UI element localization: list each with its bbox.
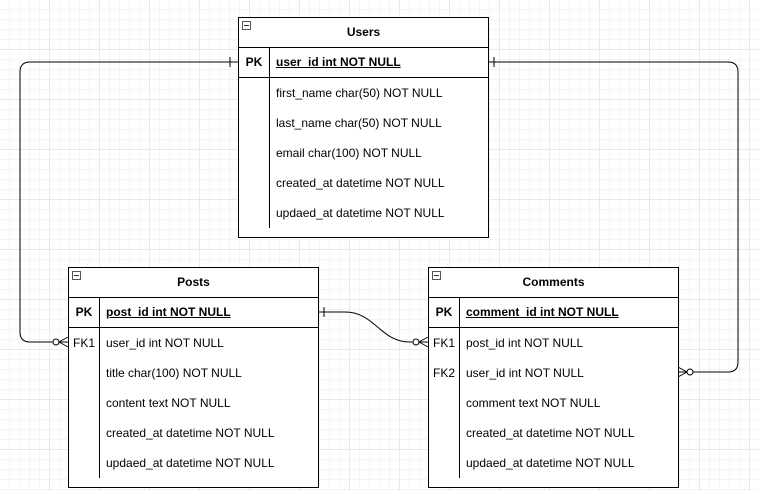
zero-marker-comments-user [686,368,694,376]
relationship-posts-comments[interactable] [318,311,428,343]
comments-field-text: post_id int NOT NULL [466,336,584,350]
users-field-text: email char(100) NOT NULL [276,146,422,160]
comments-field-row[interactable]: created_at datetime NOT NULL [429,418,678,448]
comments-field-row[interactable]: updaed_at datetime NOT NULL [429,448,678,478]
users-pk-label: PK [245,55,263,69]
posts-field-text: created_at datetime NOT NULL [106,426,275,440]
users-entity[interactable]: Users PK user_id int NOT NULL first_name… [238,17,489,238]
posts-field-text: updaed_at datetime NOT NULL [106,456,275,470]
posts-pk-row[interactable]: PK post_id int NOT NULL [69,298,318,328]
comments-field-row[interactable]: FK1 post_id int NOT NULL [429,328,678,358]
users-pk-field: user_id int NOT NULL [276,55,401,69]
users-field-text: created_at datetime NOT NULL [276,176,445,190]
comments-entity[interactable]: Comments PK comment_id int NOT NULL FK1 p… [428,267,679,488]
posts-entity[interactable]: Posts PK post_id int NOT NULL FK1 user_id… [68,267,319,488]
posts-pk-label: PK [75,305,93,319]
posts-key-divider [99,298,100,327]
users-pk-row[interactable]: PK user_id int NOT NULL [239,48,488,78]
relationship-users-posts[interactable] [19,61,238,343]
comments-pk-field: comment_id int NOT NULL [466,305,619,319]
users-field-row[interactable]: updaed_at datetime NOT NULL [239,198,488,228]
users-field-row[interactable]: created_at datetime NOT NULL [239,168,488,198]
posts-field-row[interactable]: updaed_at datetime NOT NULL [69,448,318,478]
posts-field-key: FK1 [72,336,95,350]
users-body-divider [269,78,270,228]
comments-field-row[interactable]: FK2 user_id int NOT NULL [429,358,678,388]
comments-key-divider [459,298,460,327]
zero-marker-comments-post [412,338,420,346]
posts-field-row[interactable]: content text NOT NULL [69,388,318,418]
comments-body-divider [459,328,460,478]
users-field-row[interactable]: email char(100) NOT NULL [239,138,488,168]
comments-title: Comments [522,275,585,289]
collapse-icon[interactable] [72,271,81,280]
comments-header[interactable]: Comments [429,268,678,298]
comments-field-text: updaed_at datetime NOT NULL [466,456,635,470]
comments-field-key: FK2 [432,366,455,380]
users-title: Users [346,25,381,39]
posts-header[interactable]: Posts [69,268,318,298]
users-key-divider [269,48,270,77]
posts-field-row[interactable]: created_at datetime NOT NULL [69,418,318,448]
comments-pk-row[interactable]: PK comment_id int NOT NULL [429,298,678,328]
posts-field-text: title char(100) NOT NULL [106,366,242,380]
many-marker-comments-post [418,336,429,348]
collapse-icon[interactable] [432,271,441,280]
many-marker-comments-user [677,366,688,378]
zero-marker-posts [52,338,60,346]
users-header[interactable]: Users [239,18,488,48]
users-field-text: updaed_at datetime NOT NULL [276,206,445,220]
comments-field-key: FK1 [432,336,455,350]
comments-field-text: user_id int NOT NULL [466,366,584,380]
posts-field-row[interactable]: title char(100) NOT NULL [69,358,318,388]
users-field-text: last_name char(50) NOT NULL [276,116,442,130]
posts-title: Posts [177,275,210,289]
users-field-text: first_name char(50) NOT NULL [276,86,443,100]
collapse-icon[interactable] [242,21,251,30]
users-fields: first_name char(50) NOT NULL last_name c… [239,78,488,228]
posts-pk-field: post_id int NOT NULL [106,305,231,319]
users-field-row[interactable]: last_name char(50) NOT NULL [239,108,488,138]
relationship-users-comments[interactable] [488,61,739,373]
posts-field-text: content text NOT NULL [106,396,231,410]
comments-field-text: created_at datetime NOT NULL [466,426,635,440]
users-field-row[interactable]: first_name char(50) NOT NULL [239,78,488,108]
comments-fields: FK1 post_id int NOT NULL FK2 user_id int N… [429,328,678,478]
posts-field-text: user_id int NOT NULL [106,336,224,350]
comments-field-text: comment text NOT NULL [466,396,601,410]
many-marker-posts [58,336,69,348]
comments-field-row[interactable]: comment text NOT NULL [429,388,678,418]
posts-fields: FK1 user_id int NOT NULL title char(100) … [69,328,318,478]
posts-body-divider [99,328,100,478]
posts-field-row[interactable]: FK1 user_id int NOT NULL [69,328,318,358]
comments-pk-label: PK [435,305,453,319]
